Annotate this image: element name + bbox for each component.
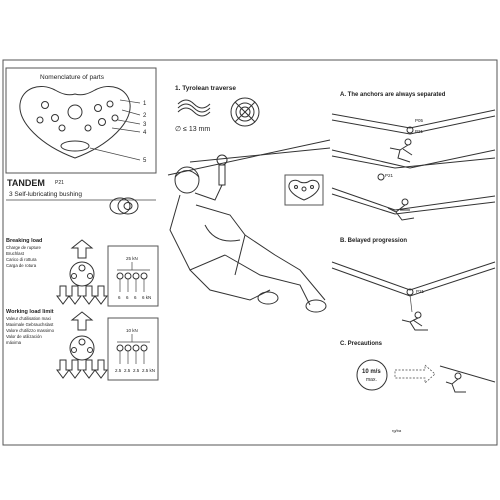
scene-a3-climber (387, 198, 415, 221)
scene-b-climber (401, 311, 428, 331)
breaking-load-line-1: Charge de rupture (6, 245, 41, 250)
section-a-panel: A. The anchors are always separated P05 … (331, 92, 496, 221)
section-b-title: B. Belayed progression (340, 238, 407, 244)
working-load-line-1: Valeur d'utilisation maxi (6, 316, 51, 321)
sheet-border (2, 59, 498, 446)
breaking-load-schema-box (107, 245, 159, 307)
scene-b-rope-1 (331, 261, 496, 291)
part-number-3: 3 (143, 122, 147, 128)
section-c-title: C. Precautions (340, 341, 383, 347)
working-load-line-5: máxima (6, 340, 22, 345)
breaking-load-line-3: Carico di rottura (6, 257, 37, 262)
working-load-pulley (69, 335, 95, 361)
person-on-traverse-drawing (169, 166, 327, 313)
tandem-panel: TANDEM P21 3 Self-lubricating bushing (6, 178, 156, 215)
breaking-load-pulley (69, 261, 95, 287)
footer-reference: rg/ba (392, 428, 402, 433)
breaking-load-value-4: 6 kN (142, 295, 151, 300)
working-load-top-value: 10 kN (126, 328, 138, 333)
tandem-subtitle: 3 Self-lubricating bushing (9, 191, 82, 198)
tyrolean-rope-lower (189, 147, 331, 163)
section-c-panel: C. Precautions 10 m/s max. (340, 341, 496, 393)
scene-a1-rope-2 (331, 115, 496, 135)
breaking-load-panel: Breaking load Charge de rupture Bruchlas… (6, 238, 159, 307)
breaking-load-title: Breaking load (6, 238, 42, 244)
rope-coil-icon (177, 99, 211, 117)
part-number-2: 2 (143, 113, 147, 119)
speed-limit-sign (356, 359, 388, 391)
breaking-load-schema-wheels (116, 272, 148, 292)
part-number-5: 5 (143, 158, 147, 164)
pulley-detail-inset (284, 174, 324, 206)
pulley-top-hole (67, 104, 83, 120)
section-a-title: A. The anchors are always separated (340, 92, 446, 98)
working-load-title: Working load limit (6, 309, 54, 315)
breaking-load-value-3: 6 (134, 295, 137, 300)
working-load-line-3: Valore d'utilizzo massimo (6, 328, 55, 333)
scene-a1-label-p05: P05 (415, 118, 424, 123)
part-number-1: 1 (143, 101, 147, 107)
scene-a1-rope-1 (331, 109, 496, 129)
working-load-down-arrows (56, 359, 108, 379)
tyrolean-title: 1. Tyrolean traverse (175, 85, 236, 92)
scene-a2-climber (389, 138, 413, 163)
breaking-load-up-arrow (70, 239, 94, 259)
part-leader-lines (89, 99, 141, 161)
tandem-title: TANDEM (7, 178, 45, 188)
working-load-panel: Working load limit Valeur d'utilisation … (6, 309, 159, 381)
scene-a3-label-p21: P21 (385, 173, 394, 178)
breaking-load-top-value: 25 kN (126, 256, 138, 261)
working-load-up-arrow (70, 311, 94, 331)
nomenclature-title: Nomenclature of parts (40, 74, 105, 81)
working-load-value-4: 2.5 kN (142, 368, 155, 373)
breaking-load-value-1: 6 (118, 295, 121, 300)
working-load-line-2: Maximale Gebrauchslast (6, 322, 54, 327)
part-number-4: 4 (143, 130, 147, 136)
scene-b-rope-2 (331, 267, 496, 297)
working-load-value-2: 2.5 (124, 368, 131, 373)
pulley-plate-drawing (19, 86, 131, 159)
rope-diameter-spec: ∅ ≤ 13 mm (175, 126, 210, 133)
speed-direction-arrow (394, 364, 436, 384)
breaking-load-down-arrows (56, 285, 108, 305)
breaking-load-line-2: Bruchlast (6, 251, 25, 256)
breaking-load-line-4: Carga de rotura (6, 263, 37, 268)
pulley-lower-slot (60, 140, 90, 152)
scene-b-label-p21: P21 (416, 289, 425, 294)
scene-a2-rope-2 (331, 155, 496, 169)
working-load-line-4: Valor de utilización (6, 334, 42, 339)
bushing-drawing (109, 197, 139, 215)
nomenclature-panel: Nomenclature of parts 1 2 3 4 5 (5, 67, 157, 174)
scene-c-climber (445, 372, 466, 393)
scene-a1-label-p21: P21 (415, 129, 424, 134)
no-static-rope-icon (230, 97, 260, 127)
tyrolean-rope-upper (167, 139, 331, 176)
working-load-schema-box (107, 317, 159, 381)
section-b-panel: B. Belayed progression P21 (331, 238, 496, 331)
scene-c-rope (439, 365, 496, 383)
tandem-code: P21 (55, 180, 64, 186)
working-load-schema-wheels (116, 344, 148, 364)
breaking-load-value-2: 6 (126, 295, 129, 300)
scene-a2-rope-1 (331, 149, 496, 169)
scene-a3-rope-1 (331, 187, 496, 211)
tyrolean-panel: 1. Tyrolean traverse ∅ ≤ 13 mm (167, 85, 331, 313)
scene-a3-rope-2 (331, 193, 496, 215)
working-load-value-3: 2.5 (133, 368, 140, 373)
pulley-side-holes (36, 100, 119, 132)
working-load-value-1: 2.5 (115, 368, 122, 373)
speed-limit-unit: max. (366, 377, 377, 383)
nomenclature-box (5, 67, 157, 174)
speed-limit-value: 10 m/s (362, 369, 381, 375)
